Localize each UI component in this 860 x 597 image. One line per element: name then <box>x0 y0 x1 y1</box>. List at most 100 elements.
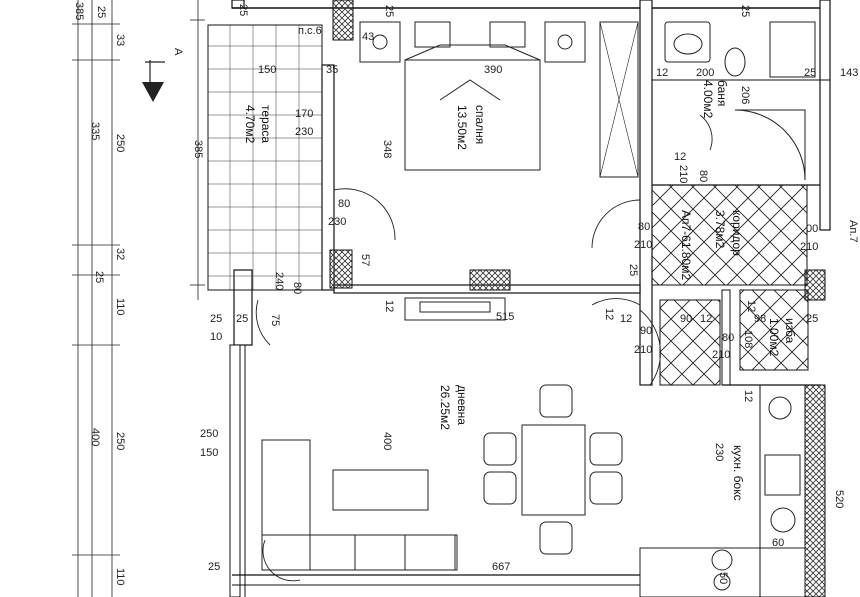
dim-98: 98 <box>754 313 766 325</box>
furniture <box>261 21 816 597</box>
dim-57: 57 <box>359 254 371 266</box>
dim-90a: 90 <box>680 313 692 325</box>
living-name: дневна <box>455 385 469 425</box>
coffee-table <box>332 469 429 511</box>
dim-80a: 80 <box>697 170 709 182</box>
dim-00: 00 <box>806 223 818 235</box>
dim-12f: 12 <box>620 313 632 325</box>
dim-25-top1: 25 <box>383 5 395 17</box>
wardrobe <box>599 21 639 178</box>
dim-385-outer: 385 <box>73 2 85 20</box>
dim-25f: 25 <box>208 561 220 573</box>
dim-250a: 250 <box>114 134 126 152</box>
dim-80b: 80 <box>338 198 350 210</box>
dim-12g: 12 <box>700 313 712 325</box>
room-labels: спалня 13.50м2 баня 4.00м2 тераса 4.70м2… <box>243 25 859 501</box>
apartment-label: Ап7-61.80м2 <box>679 210 693 280</box>
dim-348: 348 <box>381 140 393 158</box>
dim-25e: 25 <box>236 313 248 325</box>
door-swings <box>255 114 713 582</box>
dim-210e: 210 <box>712 349 730 361</box>
dim-230c: 230 <box>713 443 725 461</box>
dim-10: 10 <box>210 331 222 343</box>
section-marker: А <box>142 48 184 102</box>
dim-25a-top: 25 <box>804 67 816 79</box>
dim-390: 390 <box>484 64 502 76</box>
dim-43: 43 <box>362 31 374 43</box>
dim-12b: 12 <box>383 300 395 312</box>
wc-area: 1.00м2 <box>767 318 781 357</box>
interior-dimension-texts: 150 390 12 200 206 25 143 25 43 25 25 35… <box>200 4 858 584</box>
wc-name: изба <box>783 318 797 344</box>
left-dimension-texts: 385 335 400 25 33 250 32 25 110 250 110 … <box>73 2 204 586</box>
dim-12d: 12 <box>745 300 757 312</box>
dim-150: 150 <box>258 64 276 76</box>
dim-25-top3: 25 <box>237 4 249 16</box>
dim-35: 35 <box>326 64 338 76</box>
dim-667: 667 <box>492 561 510 573</box>
dim-32: 32 <box>114 248 126 260</box>
dim-80e: 80 <box>722 332 734 344</box>
dim-210b: 210 <box>634 239 652 251</box>
dim-250: 250 <box>200 428 218 440</box>
dim-400-outer: 400 <box>89 428 101 446</box>
dim-210a: 210 <box>677 165 689 183</box>
stove <box>768 396 792 420</box>
dim-80c: 80 <box>638 221 650 233</box>
toilet <box>724 47 746 77</box>
dim-210c: 210 <box>800 241 818 253</box>
dim-12c: 12 <box>674 151 686 163</box>
dimension-lines-left <box>72 0 205 597</box>
dim-230a: 230 <box>295 126 313 138</box>
dim-200: 200 <box>696 67 714 79</box>
dim-108: 108 <box>742 330 754 348</box>
dim-150b: 150 <box>200 447 218 459</box>
bath-area: 4.00м2 <box>701 80 715 119</box>
dim-25b: 25 <box>627 264 639 276</box>
dining-table <box>521 424 586 516</box>
dim-25-top2: 25 <box>739 5 751 17</box>
bedroom-name: спалня <box>473 105 487 144</box>
dim-110b: 110 <box>114 568 126 586</box>
living-area: 26.25м2 <box>438 385 452 430</box>
dim-80d: 80 <box>291 282 303 294</box>
dim-12e: 12 <box>603 308 615 320</box>
bedroom-area: 13.50м2 <box>455 105 469 150</box>
dim-520: 520 <box>833 490 845 508</box>
dim-240: 240 <box>273 272 285 290</box>
dim-210d: 210 <box>634 344 652 356</box>
ps-label: п.с.6 <box>298 25 322 37</box>
dim-25c: 25 <box>806 313 818 325</box>
bath-name: баня <box>715 80 729 106</box>
dim-75: 75 <box>269 314 281 326</box>
dim-90b: 90 <box>640 325 652 337</box>
section-marker-label: А <box>172 48 184 56</box>
corridor-name: коридор <box>730 210 744 256</box>
dim-250b: 250 <box>114 432 126 450</box>
dim-515: 515 <box>496 311 514 323</box>
bed <box>404 59 541 171</box>
dim-230b: 230 <box>328 216 346 228</box>
dim-110a: 110 <box>114 298 126 316</box>
sink <box>664 21 711 63</box>
dim-12h: 12 <box>742 390 754 402</box>
dim-385-mid: 385 <box>192 140 204 158</box>
dim-206: 206 <box>739 86 751 104</box>
dim-170: 170 <box>295 108 313 120</box>
dim-335: 335 <box>89 122 101 140</box>
dim-25b: 25 <box>93 271 105 283</box>
kitchen-name: кухн. бокс <box>731 445 745 501</box>
dim-12a: 12 <box>656 67 668 79</box>
dim-33: 33 <box>114 34 126 46</box>
dim-143: 143 <box>840 67 858 79</box>
sofa <box>261 439 311 571</box>
dim-50: 50 <box>717 572 729 584</box>
corridor-area: 3.78м2 <box>713 210 727 249</box>
terrace-area: 4.70м2 <box>243 105 257 144</box>
truncated-apartment-label: Ап.7 <box>847 220 859 242</box>
dim-400: 400 <box>381 432 393 450</box>
terrace-name: тераса <box>259 105 273 143</box>
dim-25d: 25 <box>210 313 222 325</box>
walls <box>207 0 831 597</box>
